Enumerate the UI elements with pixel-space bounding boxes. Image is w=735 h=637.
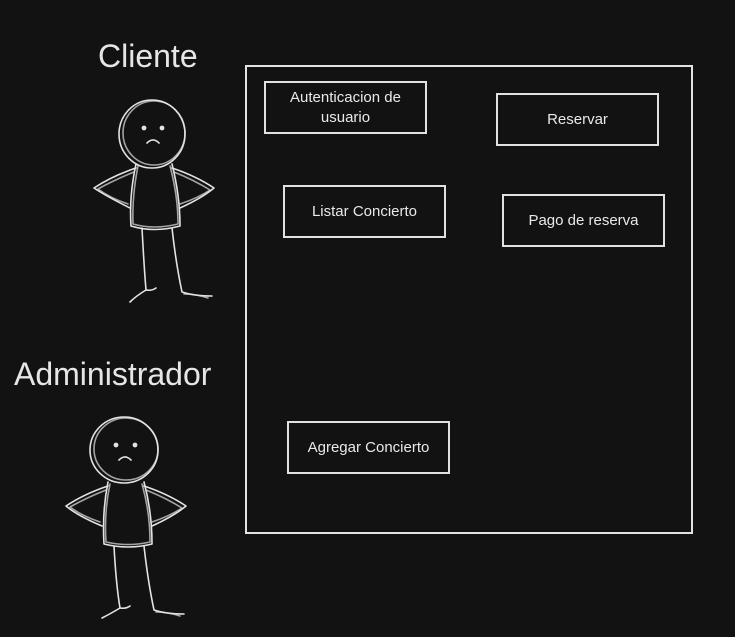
- usecase-agregar-concierto[interactable]: Agregar Concierto: [287, 421, 450, 474]
- actor-label-administrador: Administrador: [14, 356, 212, 392]
- usecase-autenticacion[interactable]: Autenticacion de usuario: [264, 81, 427, 134]
- system-boundary: [245, 65, 693, 534]
- stick-figure-icon: [93, 99, 215, 303]
- actor-label-cliente: Cliente: [98, 38, 198, 74]
- stick-figure-icon: [65, 416, 187, 619]
- usecase-reservar[interactable]: Reservar: [496, 93, 659, 146]
- usecase-listar-concierto[interactable]: Listar Concierto: [283, 185, 446, 238]
- usecase-pago-de-reserva[interactable]: Pago de reserva: [502, 194, 665, 247]
